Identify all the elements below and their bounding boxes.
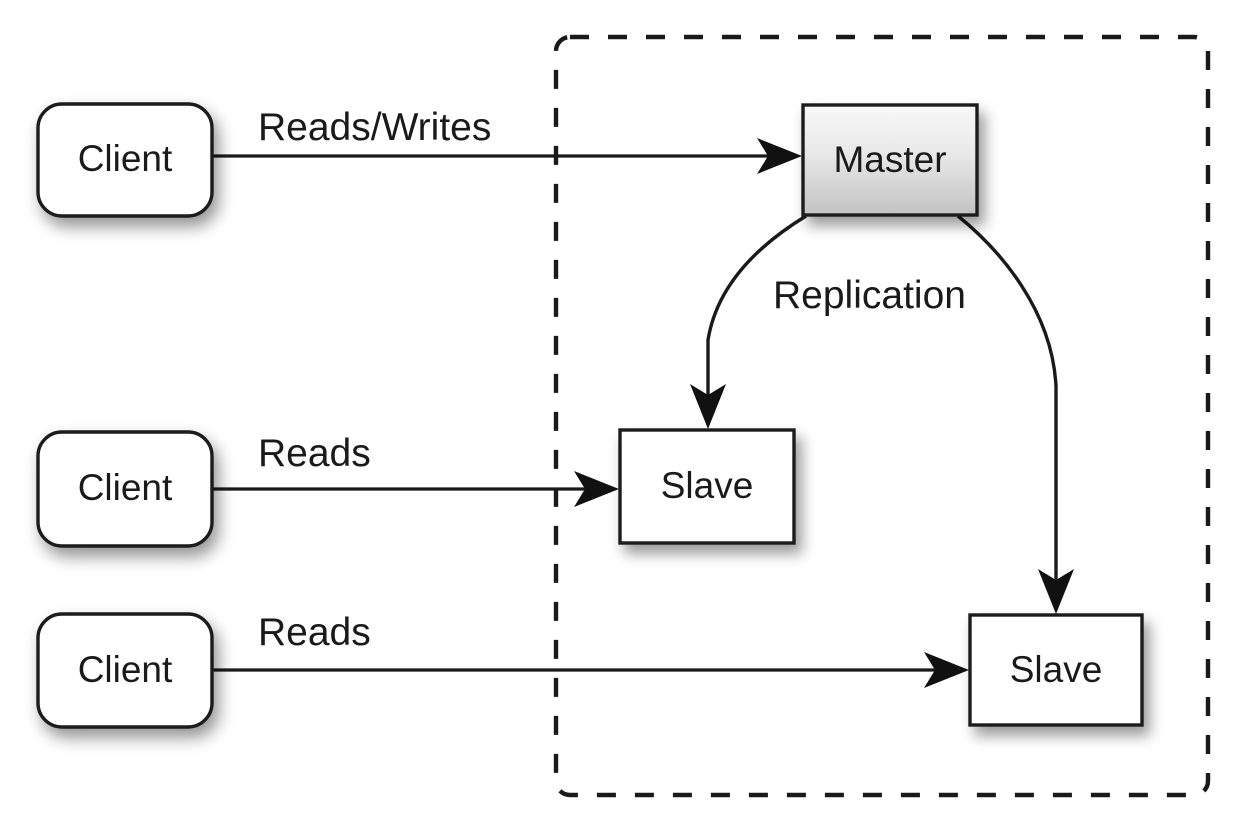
edge-label-replication: Replication	[773, 274, 966, 317]
edge-label-reads-middle: Reads	[258, 432, 371, 475]
slave-box[interactable]	[618, 428, 796, 545]
node-client-1[interactable]: Client	[36, 102, 214, 218]
node-label: Slave	[661, 465, 754, 506]
node-label: Client	[78, 649, 173, 690]
client-box[interactable]	[36, 102, 214, 218]
edge-label-reads-writes: Reads/Writes	[258, 106, 491, 149]
node-label: Client	[78, 467, 173, 508]
edge-curve	[706, 214, 807, 404]
node-label: Master	[833, 139, 946, 180]
arrow-head-icon	[690, 384, 726, 429]
arrow-head-icon	[757, 138, 802, 174]
edge-master-to-slave1	[690, 214, 807, 429]
node-label: Slave	[1010, 649, 1103, 690]
edge-client2-to-slave1	[212, 471, 619, 507]
master-box[interactable]	[801, 103, 979, 217]
edge-client1-to-master	[212, 138, 802, 174]
arrow-head-icon	[1038, 569, 1074, 614]
client-box[interactable]	[36, 612, 214, 729]
database-cluster-boundary	[553, 34, 1211, 798]
node-master[interactable]: Master	[801, 103, 979, 217]
edge-label-reads-bottom: Reads	[258, 611, 371, 654]
node-client-2[interactable]: Client	[36, 430, 214, 548]
arrow-head-icon	[924, 652, 969, 688]
node-client-3[interactable]: Client	[36, 612, 214, 729]
client-box[interactable]	[36, 430, 214, 548]
node-label: Client	[78, 138, 173, 179]
edge-curve	[956, 214, 1058, 590]
arrow-head-icon	[574, 471, 619, 507]
slave-box[interactable]	[968, 613, 1144, 727]
edge-master-to-slave2	[956, 214, 1074, 614]
node-slave-2[interactable]: Slave	[968, 613, 1144, 727]
node-slave-1[interactable]: Slave	[618, 428, 796, 545]
edge-client3-to-slave2	[212, 652, 969, 688]
